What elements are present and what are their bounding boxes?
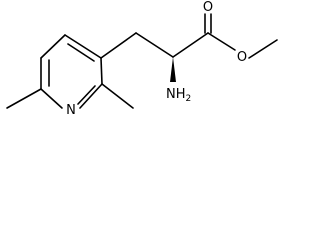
oxygen-to-methyl-bond: [248, 39, 278, 59]
structure-diagram: O O N NH2: [6, 0, 278, 118]
amine-label: NH2: [166, 87, 191, 104]
methyl-bond-left: [6, 88, 42, 109]
ring-bond: [40, 88, 63, 109]
carbonyl-oxygen-label: O: [203, 0, 213, 15]
ring-bond: [64, 34, 102, 59]
ch2-to-calpha-bond: [135, 32, 174, 58]
wedge-bond: [170, 57, 176, 82]
methyl-bond-right: [101, 83, 134, 109]
ester-oxygen-label: O: [237, 50, 247, 65]
ring-double-bond: [77, 85, 96, 105]
calpha-to-carbonyl-bond: [172, 32, 209, 58]
ring-bond: [100, 57, 103, 85]
ring-nitrogen-label: N: [66, 103, 76, 118]
ring-double-bond: [67, 43, 95, 62]
pyridine-ring: [40, 34, 103, 109]
amine-main-label: NH: [166, 87, 186, 102]
ring-to-ch2-bond: [100, 32, 137, 59]
amine-subscript-label: 2: [186, 94, 192, 104]
ring-bond: [40, 34, 66, 59]
carbonyl-to-oxygen-bond: [207, 32, 236, 51]
ring-bond: [79, 83, 103, 109]
